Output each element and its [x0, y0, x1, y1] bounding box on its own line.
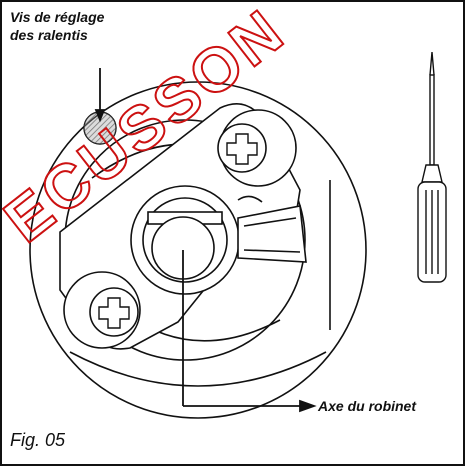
cross-recess-bottom [98, 297, 130, 329]
cross-recess-top [226, 133, 258, 165]
screw-head-top [217, 123, 267, 173]
idle-screw-label-line2: des ralentis [10, 27, 88, 43]
idle-screw-label: Vis de réglage des ralentis [10, 8, 104, 44]
valve-rim-bottom [69, 351, 327, 387]
side-lever [237, 205, 307, 263]
axis-label: Axe du robinet [318, 398, 417, 414]
figure-caption: Fig. 05 [10, 430, 66, 450]
screw-head-bottom [89, 287, 139, 337]
idle-screw-label-line1: Vis de réglage [10, 9, 105, 25]
screwdriver-icon [417, 51, 447, 283]
